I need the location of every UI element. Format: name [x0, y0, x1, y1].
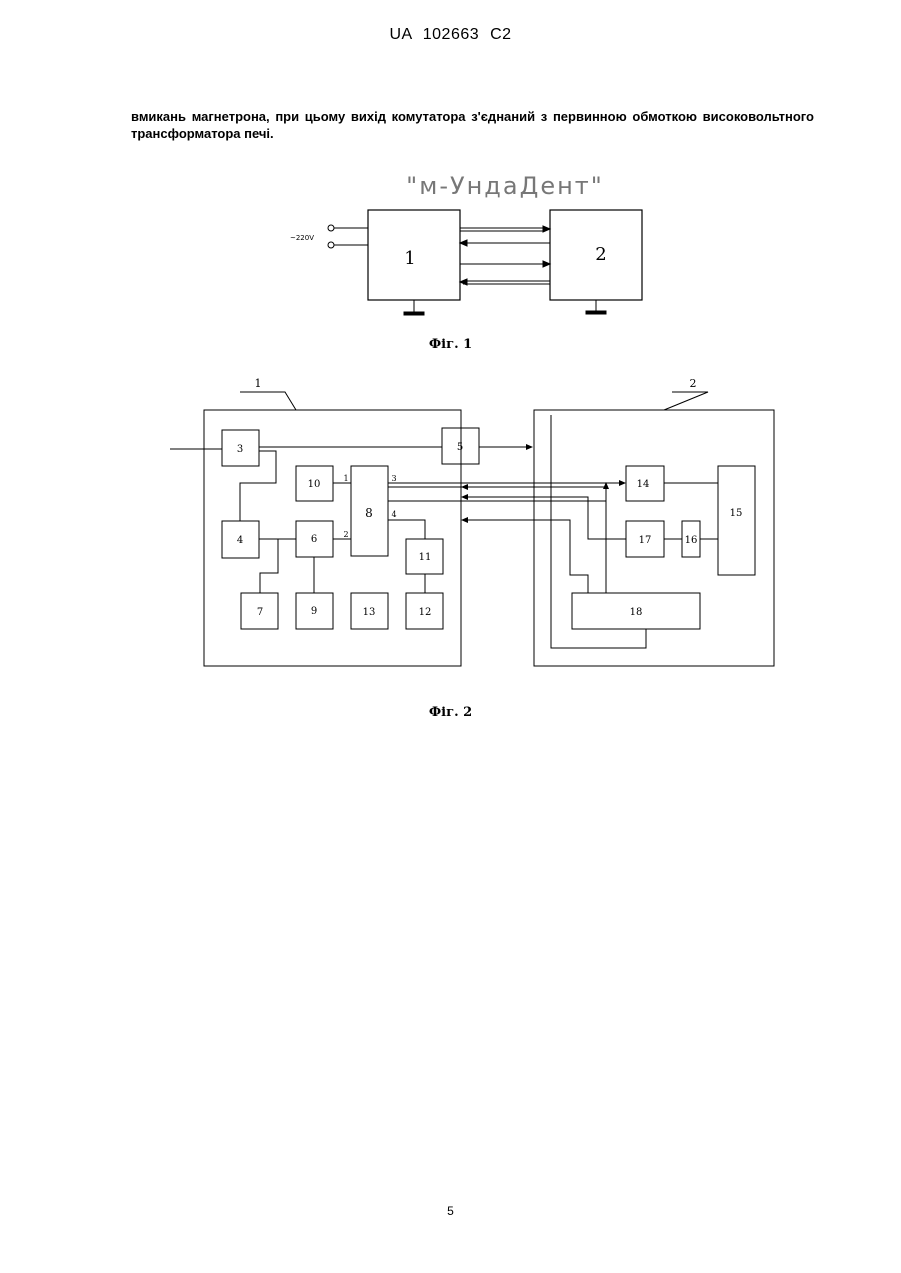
fig2-unit-2-label: 2	[690, 377, 697, 390]
fig2-pin-3-label: 3	[391, 474, 396, 483]
fig1-block-1-label: 1	[404, 248, 415, 269]
fig2-block-16-label: 16	[685, 535, 698, 546]
page-number: 5	[0, 1204, 901, 1218]
figure-1-title: "м-УндаДент"	[406, 172, 604, 200]
fig2-block-13-label: 13	[363, 607, 376, 618]
fig1-terminal-1	[328, 225, 334, 231]
fig2-block-4-label: 4	[237, 535, 243, 546]
figure-1-caption: Фіг. 1	[0, 337, 901, 352]
fig2-block-11-label: 11	[419, 552, 432, 563]
figure-1-diagram: "м-УндаДент" 1 2 ~220V	[0, 160, 901, 340]
figure-2-diagram: 1 2 3 5 10 8 4 6 11 7 9 13 12 14 15 17 1…	[0, 375, 901, 705]
fig2-block-12-label: 12	[419, 607, 432, 618]
fig2-wiring	[170, 415, 718, 666]
fig1-connections	[460, 226, 550, 285]
fig1-terminal-2	[328, 242, 334, 248]
fig2-block-15	[718, 466, 755, 575]
fig2-unit-1-leader	[240, 392, 296, 410]
fig2-block-7-label: 7	[257, 607, 263, 618]
fig2-pin-4-label: 4	[391, 510, 396, 519]
fig2-block-6-label: 6	[311, 534, 317, 545]
fig1-block-2-label: 2	[595, 244, 606, 265]
patent-header: UA 102663 C2	[0, 26, 901, 44]
fig2-block-14-label: 14	[637, 479, 650, 490]
fig2-block-9-label: 9	[311, 606, 317, 617]
fig2-pin-1-label: 1	[343, 474, 348, 483]
fig2-block-17-label: 17	[639, 535, 652, 546]
fig2-block-15-label: 15	[730, 508, 743, 519]
fig2-unit-1-label: 1	[255, 377, 262, 390]
fig2-block-3-label: 3	[237, 444, 243, 455]
fig2-pin-2-label: 2	[343, 530, 348, 539]
fig1-input-label: ~220V	[290, 234, 314, 242]
body-paragraph: вмикань магнетрона, при цьому вихід кому…	[131, 108, 814, 142]
fig1-ground-symbols	[404, 300, 606, 315]
figure-2-caption: Фіг. 2	[0, 705, 901, 720]
fig2-block-5-label: 5	[457, 442, 463, 453]
fig2-block-18-label: 18	[630, 607, 643, 618]
fig2-unit-2-leader	[664, 392, 708, 410]
fig2-block-10-label: 10	[308, 479, 321, 490]
fig2-block-8-label: 8	[365, 506, 373, 520]
